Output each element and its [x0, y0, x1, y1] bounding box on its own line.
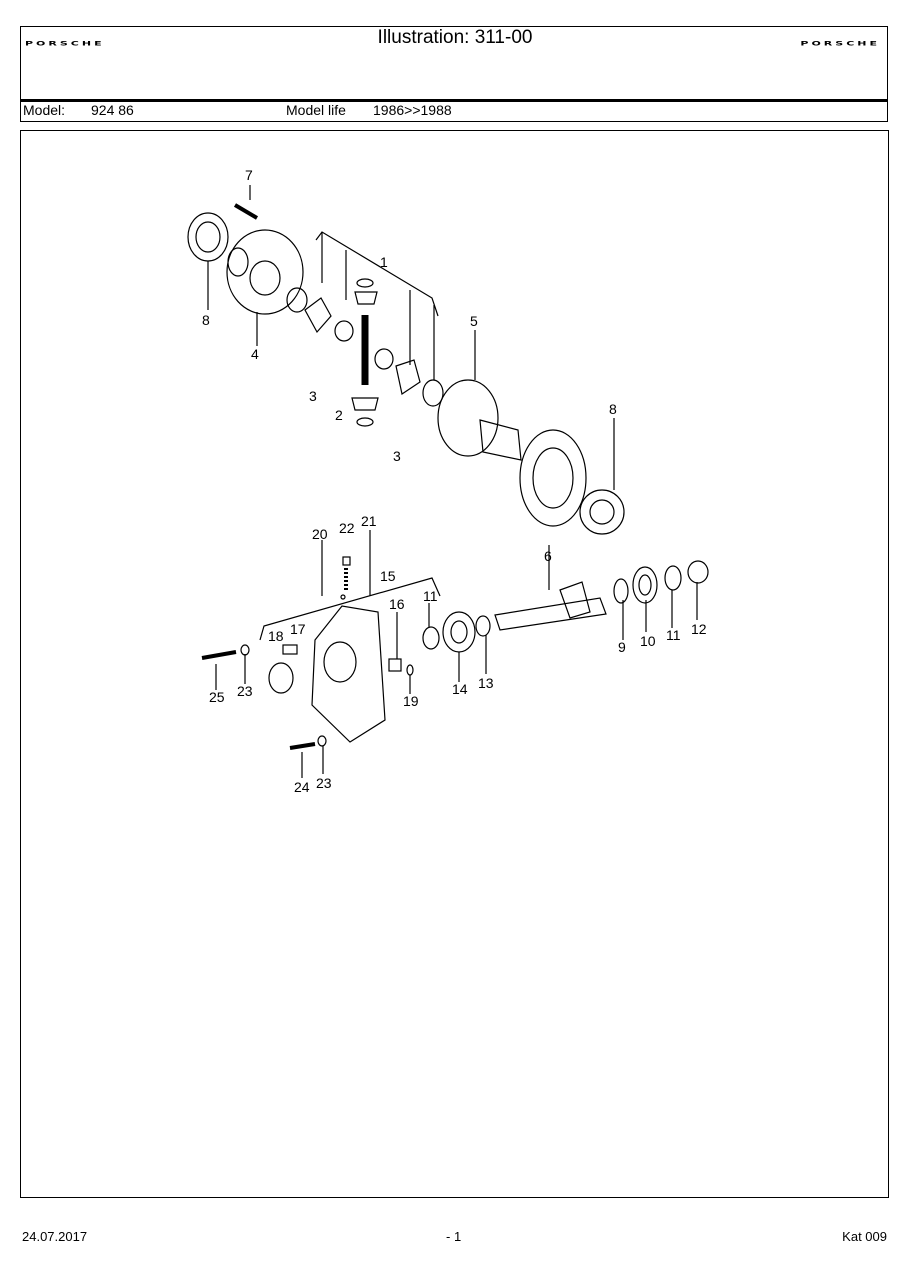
model-life-value: 1986>>1988	[373, 102, 452, 118]
thrust-washer-3-right	[374, 348, 394, 370]
callout-9: 9	[618, 639, 626, 655]
seal-18	[268, 662, 294, 694]
pin-17	[282, 644, 298, 655]
exploded-parts-drawing: 1 2 3 3 4 5 6 7 8 8 9 10 11 11 12 13 14 …	[150, 140, 760, 805]
callout-23-lower: 23	[316, 775, 332, 791]
nut-11-left	[422, 626, 440, 650]
callout-25: 25	[209, 689, 225, 705]
header-divider	[20, 99, 888, 102]
callout-23-upper: 23	[237, 683, 253, 699]
callout-5: 5	[470, 313, 478, 329]
callout-4: 4	[251, 346, 259, 362]
shim-9	[613, 578, 629, 604]
callout-17: 17	[290, 621, 306, 637]
callout-2: 2	[335, 407, 343, 423]
callout-14: 14	[452, 681, 468, 697]
footer-date: 24.07.2017	[22, 1229, 88, 1244]
bearing-10	[632, 566, 658, 604]
bearing-14	[442, 611, 476, 653]
callout-8-right: 8	[609, 401, 617, 417]
footer-page-number: - 1	[446, 1229, 462, 1244]
bolt-7	[233, 203, 259, 220]
header-box	[20, 26, 888, 122]
model-value: 924 86	[91, 102, 134, 118]
side-gear-right	[395, 359, 421, 395]
callout-10: 10	[640, 633, 656, 649]
model-label: Model:	[23, 102, 66, 118]
callout-11-left: 11	[423, 588, 438, 604]
sleeve-16	[388, 658, 402, 672]
ball-20-spring-21-plunger-22	[340, 556, 351, 600]
ring-gear-6	[519, 429, 587, 527]
washer-23-lower	[317, 735, 327, 747]
callout-15: 15	[380, 568, 396, 584]
bolt-24	[289, 742, 316, 750]
cap-12	[687, 560, 709, 584]
differential-cover-5	[437, 379, 522, 461]
nut-11-right	[664, 565, 682, 591]
bearing-8-left	[187, 212, 229, 262]
pinion-1-top	[354, 278, 378, 305]
page-title: Illustration: 311-00	[377, 27, 533, 48]
callout-21: 21	[361, 513, 377, 529]
porsche-logo-left: PORSCHE	[25, 39, 105, 48]
callout-20: 20	[312, 526, 328, 542]
callout-24: 24	[294, 779, 310, 795]
bolt-25	[201, 650, 237, 660]
callout-22: 22	[339, 520, 355, 536]
callout-3-right: 3	[393, 448, 401, 464]
thrust-washer-3-left	[334, 320, 354, 342]
callout-11-right: 11	[666, 627, 681, 643]
callout-3-left: 3	[309, 388, 317, 404]
model-life-label: Model life	[286, 102, 346, 118]
washer-23-upper	[240, 644, 250, 656]
callout-1: 1	[380, 254, 388, 270]
callout-6: 6	[544, 548, 552, 564]
bearing-8-right	[579, 489, 625, 535]
callout-7: 7	[245, 167, 253, 183]
housing-15	[311, 605, 386, 743]
shim-13	[475, 615, 491, 637]
callout-19: 19	[403, 693, 419, 709]
callout-16: 16	[389, 596, 405, 612]
side-gear-left	[304, 297, 332, 334]
illustration-frame	[20, 130, 889, 1198]
washer-right	[422, 379, 444, 407]
callout-18: 18	[268, 628, 284, 644]
callout-12: 12	[691, 621, 707, 637]
washer-left	[286, 287, 308, 313]
callout-8-left: 8	[202, 312, 210, 328]
porsche-logo-right: PORSCHE	[800, 39, 880, 48]
pinion-2-bottom	[351, 397, 379, 427]
callout-13: 13	[478, 675, 494, 691]
pinion-shaft-6	[494, 581, 607, 631]
o-ring-19	[406, 664, 414, 676]
differential-housing-4	[226, 229, 304, 315]
footer-catalog: Kat 009	[842, 1229, 887, 1244]
